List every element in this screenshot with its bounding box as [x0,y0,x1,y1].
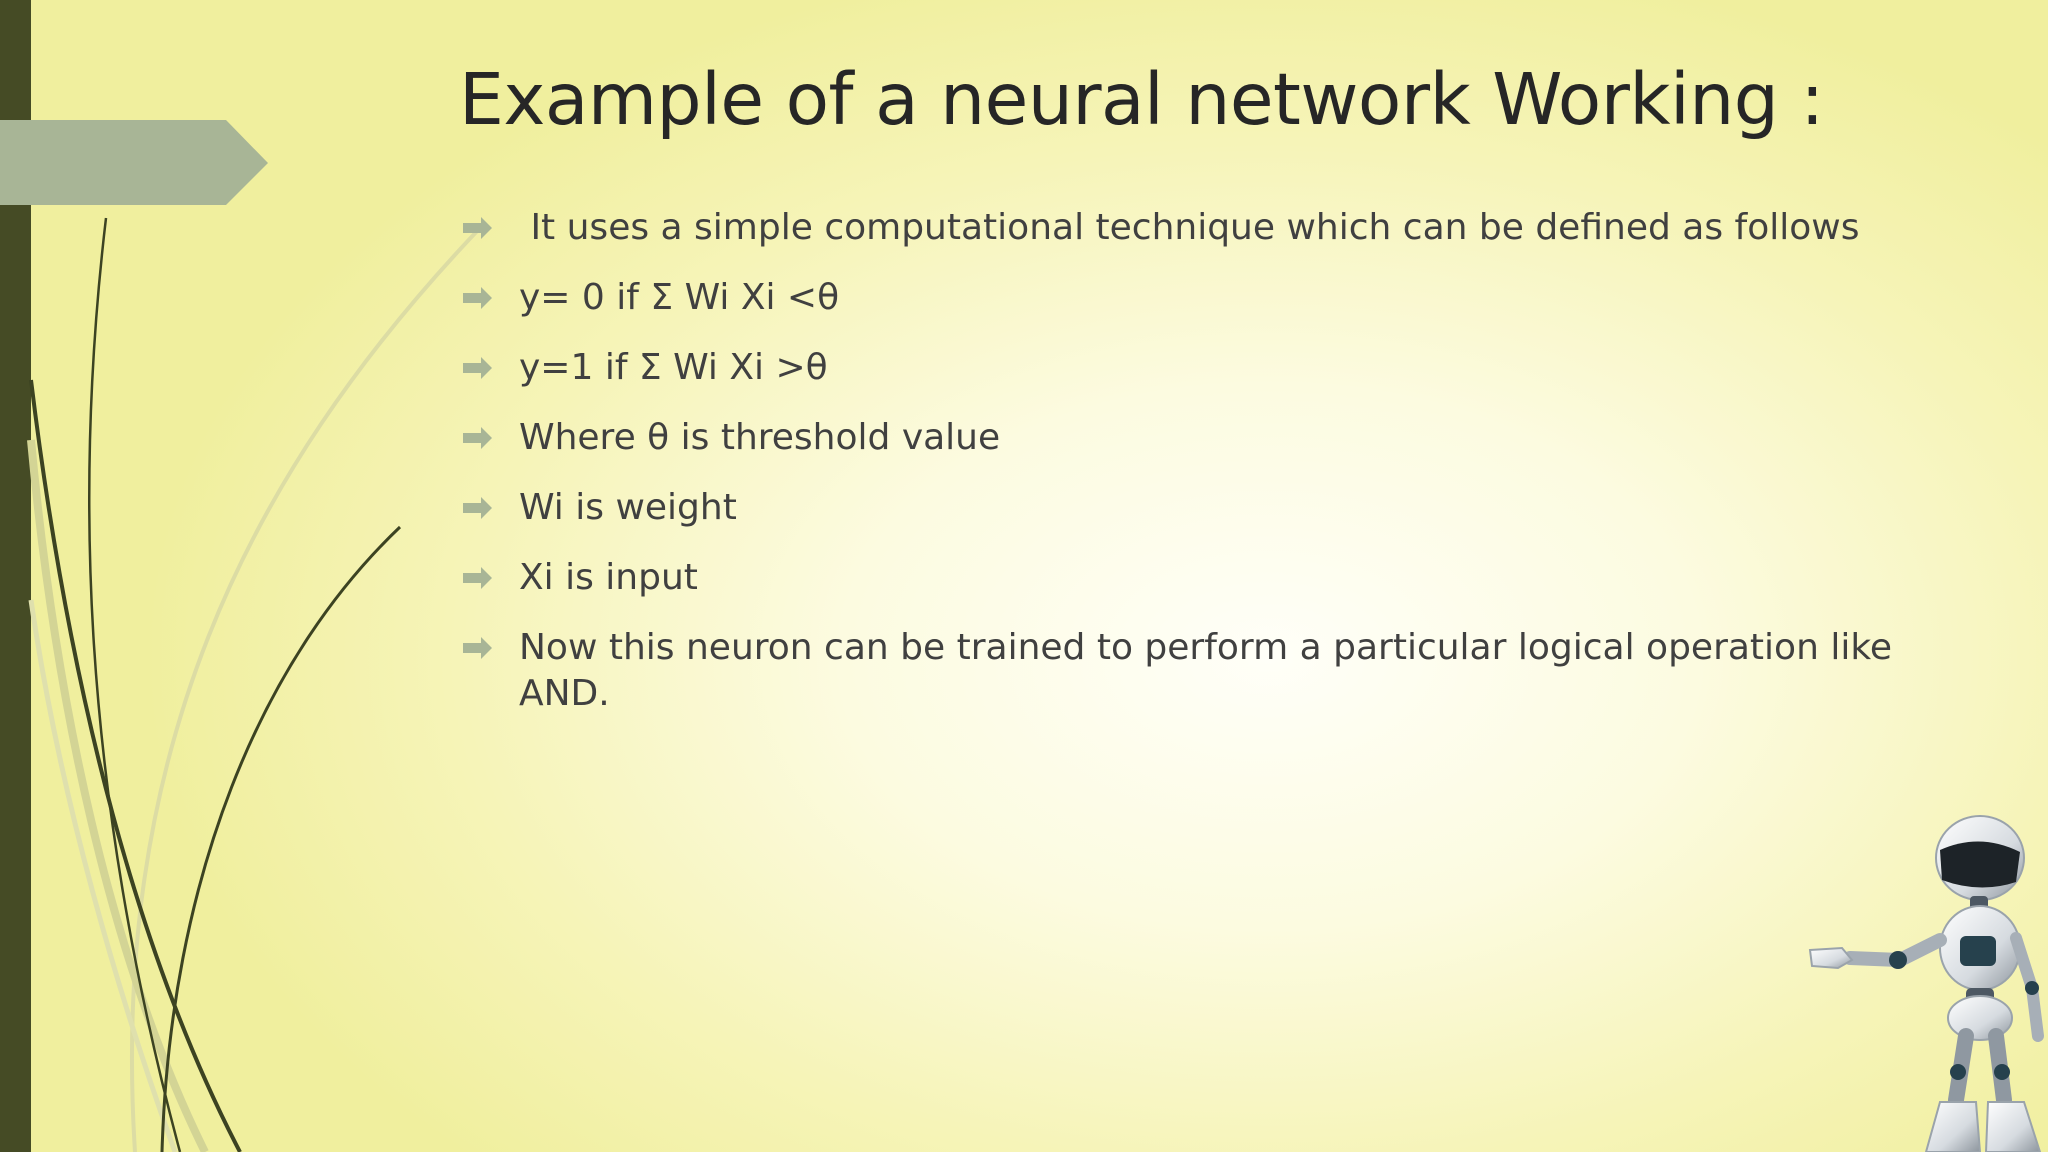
bullet-arrow-icon [463,497,492,519]
bullet-item: Wi is weight [461,485,1971,531]
bullet-text: Now this neuron can be trained to perfor… [519,627,1893,714]
slide-title: Example of a neural network Working : [459,58,1824,141]
bullet-text: Wi is weight [519,487,737,528]
bullet-item: y=1 if Σ Wi Xi >θ [461,345,1971,391]
title-arrow-banner [0,120,268,205]
left-accent-bar [0,0,31,1152]
bullet-arrow-icon [463,637,492,659]
bullet-arrow-icon [463,427,492,449]
bullet-text: Xi is input [519,557,698,598]
bullet-arrow-icon [463,287,492,309]
bullet-item: Xi is input [461,555,1971,601]
bullet-item: Now this neuron can be trained to perfor… [461,625,1971,717]
bullet-item: Where θ is threshold value [461,415,1971,461]
bullet-text: It uses a simple computational technique… [519,207,1860,248]
bullet-item: It uses a simple computational technique… [461,205,1971,251]
bullet-list: It uses a simple computational technique… [461,205,1971,741]
bullet-item: y= 0 if Σ Wi Xi <θ [461,275,1971,321]
bullet-arrow-icon [463,567,492,589]
bullet-text: y= 0 if Σ Wi Xi <θ [519,277,840,318]
bullet-text: y=1 if Σ Wi Xi >θ [519,347,828,388]
bullet-text: Where θ is threshold value [519,417,1001,458]
bullet-arrow-icon [463,357,492,379]
bullet-arrow-icon [463,217,492,239]
robot-icon [1808,815,2044,1152]
